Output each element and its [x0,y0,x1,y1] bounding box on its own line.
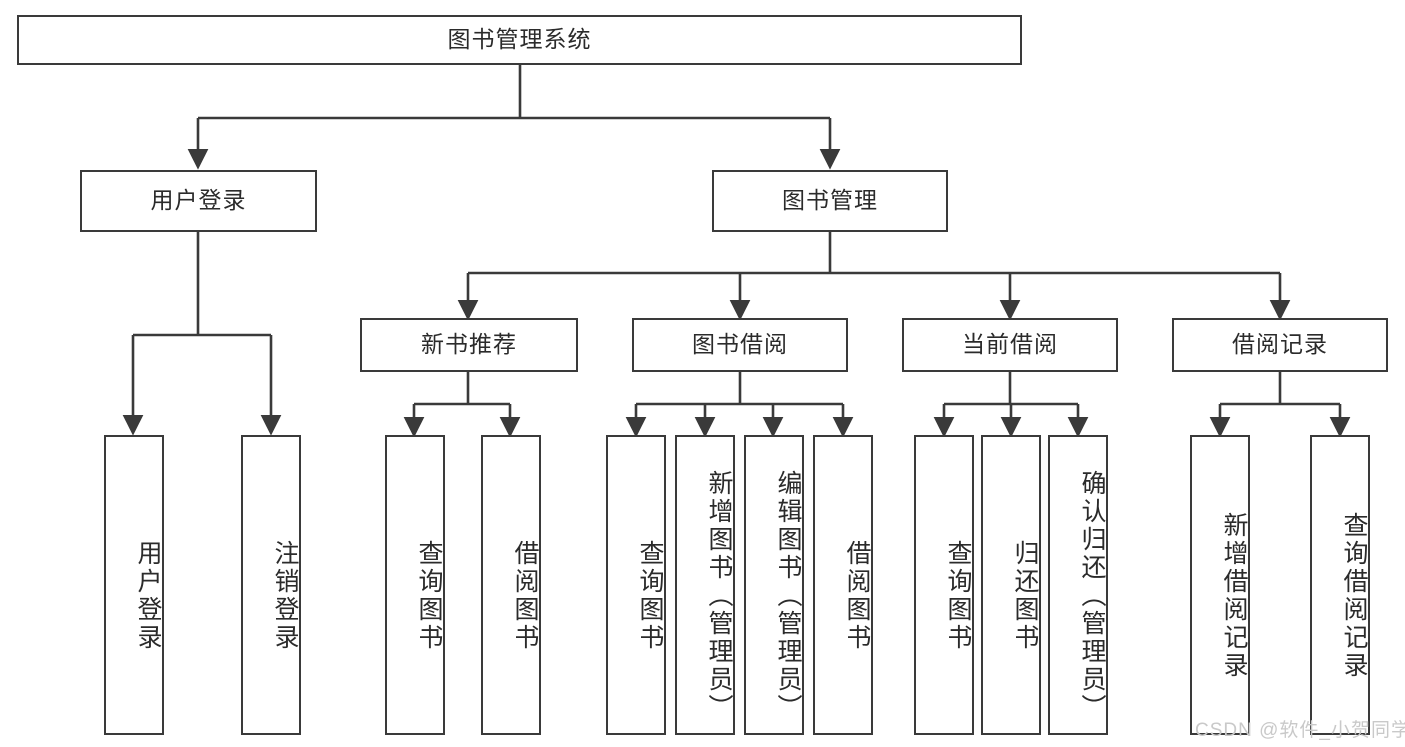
node-book-borrow-label: 图书借阅 [692,331,788,358]
node-new-book-recommend-label: 新书推荐 [421,331,517,358]
leaf-newbook-query-label: 查询图书 [415,540,443,652]
csdn-watermark: CSDN @软件_小贺同学 [1195,720,1405,741]
leaf-user-login-label: 用户登录 [134,540,162,652]
node-current-borrow[interactable]: 当前借阅 [902,318,1118,372]
leaf-current-return-book[interactable]: 归还图书 [981,435,1041,735]
node-book-management[interactable]: 图书管理 [712,170,948,232]
node-book-borrow[interactable]: 图书借阅 [632,318,848,372]
leaf-borrow-edit-book[interactable]: 编辑图书（管理员） [744,435,804,735]
leaf-borrow-borrow-book[interactable]: 借阅图书 [813,435,873,735]
node-borrow-record[interactable]: 借阅记录 [1172,318,1388,372]
leaf-record-add[interactable]: 新增借阅记录 [1190,435,1250,735]
node-user-login-label: 用户登录 [150,187,247,214]
leaf-borrow-add-book-label: 新增图书（管理员） [705,470,733,722]
node-root[interactable]: 图书管理系统 [17,15,1022,65]
node-borrow-record-label: 借阅记录 [1232,331,1328,358]
leaf-borrow-query-book-label: 查询图书 [636,540,664,652]
node-new-book-recommend[interactable]: 新书推荐 [360,318,578,372]
leaf-current-confirm-return[interactable]: 确认归还（管理员） [1048,435,1108,735]
leaf-current-query-book-label: 查询图书 [944,540,972,652]
leaf-borrow-query-book[interactable]: 查询图书 [606,435,666,735]
leaf-user-login[interactable]: 用户登录 [104,435,164,735]
leaf-newbook-borrow[interactable]: 借阅图书 [481,435,541,735]
leaf-borrow-edit-book-label: 编辑图书（管理员） [774,470,802,722]
node-current-borrow-label: 当前借阅 [962,331,1058,358]
node-user-login[interactable]: 用户登录 [80,170,317,232]
leaf-current-confirm-return-label: 确认归还（管理员） [1078,470,1106,722]
leaf-current-return-book-label: 归还图书 [1011,540,1039,652]
leaf-current-query-book[interactable]: 查询图书 [914,435,974,735]
leaf-borrow-borrow-book-label: 借阅图书 [843,540,871,652]
leaf-borrow-add-book[interactable]: 新增图书（管理员） [675,435,735,735]
leaf-user-logout-label: 注销登录 [271,540,299,652]
leaf-newbook-query[interactable]: 查询图书 [385,435,445,735]
leaf-user-logout[interactable]: 注销登录 [241,435,301,735]
leaf-newbook-borrow-label: 借阅图书 [511,540,539,652]
leaf-record-add-label: 新增借阅记录 [1220,512,1248,680]
leaf-record-query[interactable]: 查询借阅记录 [1310,435,1370,735]
node-book-management-label: 图书管理 [782,187,878,214]
node-root-label: 图书管理系统 [447,26,592,53]
leaf-record-query-label: 查询借阅记录 [1340,512,1368,680]
